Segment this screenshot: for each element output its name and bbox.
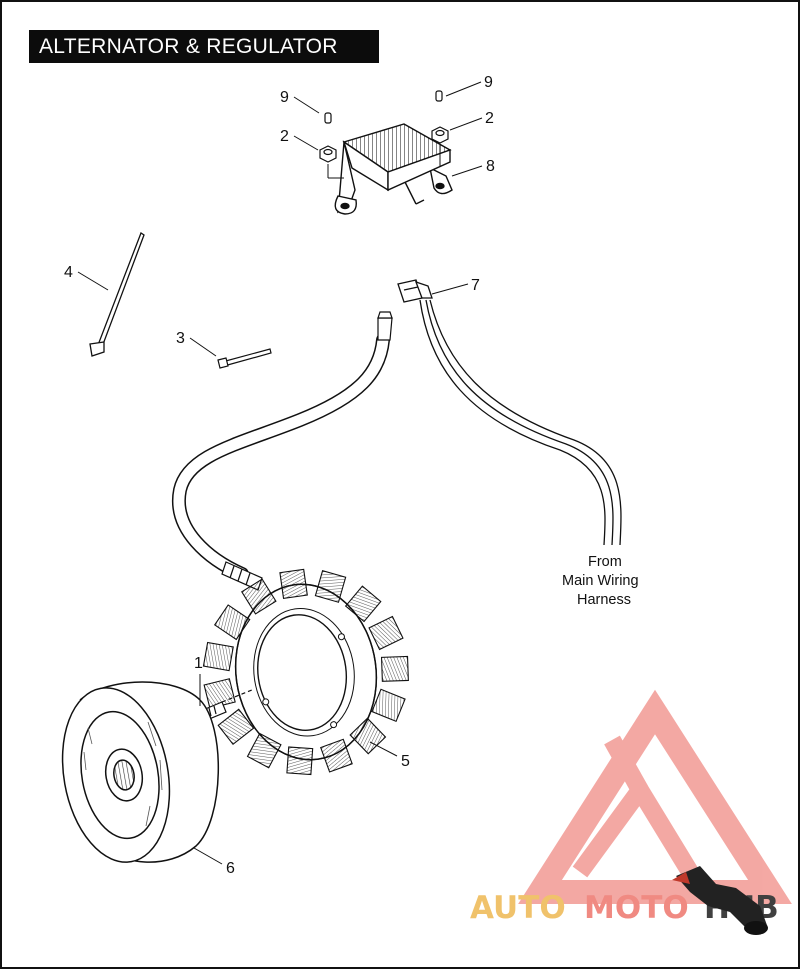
nut-left bbox=[319, 145, 337, 163]
watermark-moto: MOTO bbox=[584, 890, 689, 926]
page-title: ALTERNATOR & REGULATOR bbox=[29, 30, 379, 63]
leader-lines bbox=[77, 81, 483, 865]
callout-2-left: 2 bbox=[280, 128, 289, 145]
callout-4: 4 bbox=[64, 264, 73, 281]
callout-6: 6 bbox=[226, 860, 235, 877]
callout-7: 7 bbox=[471, 277, 480, 294]
watermark-logo-icon bbox=[518, 689, 792, 904]
callout-5: 5 bbox=[401, 753, 410, 770]
nut-right bbox=[431, 126, 449, 144]
callout-9-right: 9 bbox=[484, 74, 493, 91]
stud-right bbox=[435, 90, 443, 102]
alignment-lines bbox=[327, 145, 441, 179]
harness-wires bbox=[419, 299, 622, 546]
harness-note-line1: From bbox=[588, 554, 622, 570]
stator bbox=[202, 568, 409, 776]
callout-2-right: 2 bbox=[485, 110, 494, 127]
callout-3: 3 bbox=[176, 330, 185, 347]
stator-conduit bbox=[171, 333, 390, 581]
watermark-auto: AUTO bbox=[470, 890, 566, 926]
harness-note-line2: Main Wiring bbox=[562, 573, 639, 589]
harness-note-line3: Harness bbox=[577, 592, 631, 608]
retaining-pin bbox=[217, 348, 272, 369]
callout-1: 1 bbox=[194, 655, 203, 672]
stud-left bbox=[324, 112, 332, 124]
harness-connector bbox=[397, 279, 433, 303]
watermark-rider-icon bbox=[672, 866, 768, 935]
harness-note: From Main Wiring Harness bbox=[562, 554, 639, 608]
conduit-connector bbox=[377, 311, 393, 341]
voltage-regulator bbox=[334, 123, 453, 215]
rotor bbox=[61, 681, 219, 863]
callout-8: 8 bbox=[486, 158, 495, 175]
cable-strap bbox=[89, 232, 145, 357]
callout-9-left: 9 bbox=[280, 89, 289, 106]
